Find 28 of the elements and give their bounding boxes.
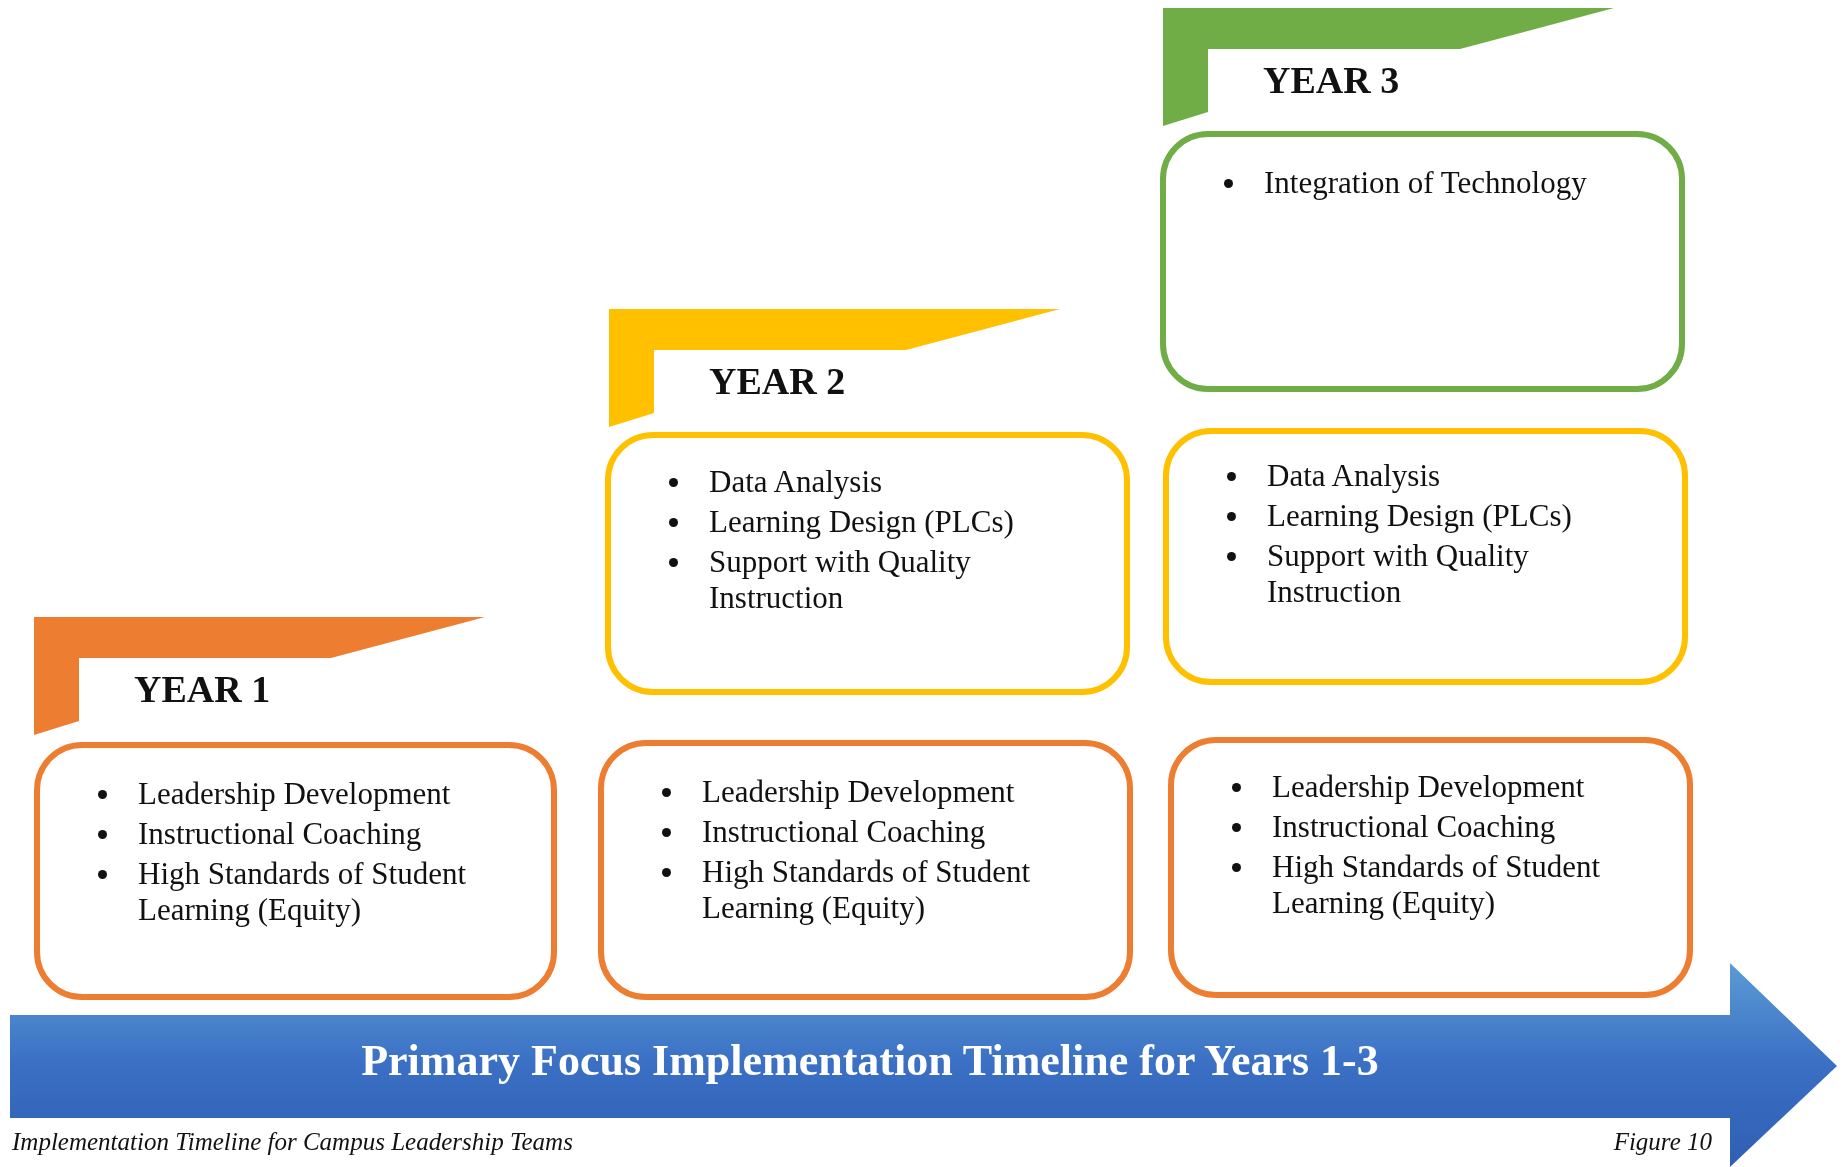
year-heading: YEAR 2 — [709, 359, 846, 403]
bullet-item: Leadership Development — [1272, 769, 1586, 805]
bullet-item: Support with Quality Instruction — [1267, 538, 1530, 610]
rounded-box — [598, 740, 1133, 1000]
bullet-item: Instructional Coaching — [702, 814, 987, 850]
bullet-item: Support with Quality Instruction — [709, 544, 972, 616]
bullet-item: Learning Design (PLCs) — [709, 504, 1015, 540]
bullet-item: High Standards of Student Learning (Equity) — [702, 854, 1032, 926]
bullet-item: Data Analysis — [709, 464, 884, 500]
year-heading: YEAR 1 — [134, 667, 271, 711]
bullet-item: Data Analysis — [1267, 458, 1442, 494]
bullet-item: Instructional Coaching — [138, 816, 423, 852]
bullet-item: Instructional Coaching — [1272, 809, 1557, 845]
figure-caption: Implementation Timeline for Campus Leadership Teams — [12, 1128, 573, 1156]
rounded-box — [1163, 428, 1688, 685]
bullet-item: High Standards of Student Learning (Equity) — [1272, 849, 1602, 921]
bullet-item: Leadership Development — [138, 776, 452, 812]
rounded-box — [605, 432, 1130, 695]
rounded-box — [34, 742, 557, 1000]
bullet-item: Integration of Technology — [1264, 165, 1588, 201]
rounded-box — [1168, 737, 1693, 998]
rounded-box — [1160, 131, 1685, 392]
bullet-item: High Standards of Student Learning (Equity) — [138, 856, 468, 928]
year-heading: YEAR 3 — [1263, 58, 1400, 102]
figure-number: Figure 10 — [1613, 1128, 1712, 1156]
arrow-title: Primary Focus Implementation Timeline for Years 1-3 — [360, 1035, 1380, 1086]
bullet-item: Leadership Development — [702, 774, 1016, 810]
bullet-item: Learning Design (PLCs) — [1267, 498, 1573, 534]
